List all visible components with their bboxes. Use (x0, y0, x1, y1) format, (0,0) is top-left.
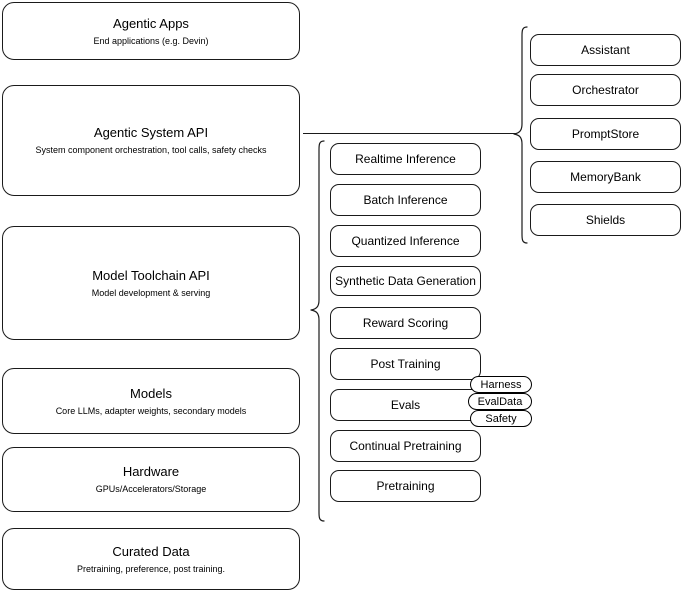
stack-layer-agentic-apps[interactable]: Agentic Apps End applications (e.g. Devi… (2, 2, 300, 60)
stack-layer-title: Model Toolchain API (92, 267, 210, 283)
stack-layer-agentic-system-api[interactable]: Agentic System API System component orch… (2, 85, 300, 196)
stack-layer-title: Agentic Apps (113, 15, 189, 31)
system-item-memorybank[interactable]: MemoryBank (530, 161, 681, 193)
evals-tag-harness[interactable]: Harness (470, 376, 532, 393)
stack-layer-title: Hardware (122, 464, 180, 479)
evals-tag-safety[interactable]: Safety (470, 410, 532, 427)
toolchain-item-pretraining[interactable]: Pretraining (330, 470, 481, 502)
toolchain-item-synthetic-data-generation[interactable]: Synthetic Data Generation (330, 266, 481, 296)
toolchain-item-continual-pretraining[interactable]: Continual Pretraining (330, 430, 481, 462)
stack-layer-subtitle: GPUs/Accelerators/Storage (95, 484, 207, 494)
system-item-shields[interactable]: Shields (530, 204, 681, 236)
toolchain-item-evals[interactable]: Evals (330, 389, 481, 421)
stack-layer-model-toolchain-api[interactable]: Model Toolchain API Model development & … (2, 226, 300, 340)
system-item-assistant[interactable]: Assistant (530, 34, 681, 66)
stack-layer-subtitle: Core LLMs, adapter weights, secondary mo… (55, 405, 247, 416)
stack-layer-subtitle: System component orchestration, tool cal… (35, 145, 267, 155)
stack-layer-title: Agentic System API (93, 125, 209, 140)
evals-tag-evaldata[interactable]: EvalData (468, 393, 532, 410)
bracket-agentic-system (513, 26, 528, 244)
stack-layer-title: Curated Data (112, 543, 190, 559)
bracket-model-toolchain (310, 140, 325, 522)
system-item-promptstore[interactable]: PromptStore (530, 118, 681, 150)
stack-layer-subtitle: End applications (e.g. Devin) (93, 35, 209, 46)
stack-layer-subtitle: Model development & serving (91, 287, 211, 298)
connector-line-system-api-to-components (303, 133, 516, 134)
stack-layer-title: Models (130, 385, 172, 401)
toolchain-item-reward-scoring[interactable]: Reward Scoring (330, 307, 481, 339)
system-item-orchestrator[interactable]: Orchestrator (530, 74, 681, 106)
toolchain-item-post-training[interactable]: Post Training (330, 348, 481, 380)
toolchain-item-batch-inference[interactable]: Batch Inference (330, 184, 481, 216)
stack-layer-models[interactable]: Models Core LLMs, adapter weights, secon… (2, 368, 300, 434)
stack-layer-hardware[interactable]: Hardware GPUs/Accelerators/Storage (2, 447, 300, 512)
stack-layer-subtitle: Pretraining, preference, post training. (76, 563, 226, 574)
toolchain-item-quantized-inference[interactable]: Quantized Inference (330, 225, 481, 257)
stack-layer-curated-data[interactable]: Curated Data Pretraining, preference, po… (2, 528, 300, 590)
toolchain-item-realtime-inference[interactable]: Realtime Inference (330, 143, 481, 175)
